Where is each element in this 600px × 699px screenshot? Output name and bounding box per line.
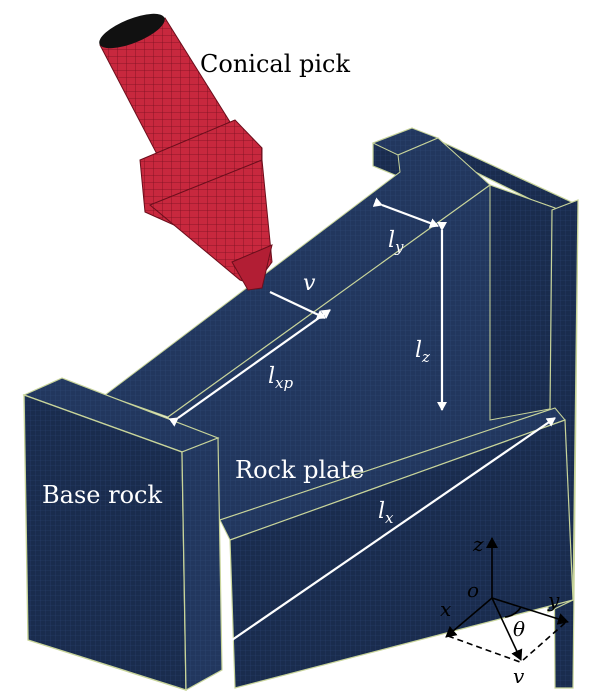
lx-main: l (378, 499, 385, 524)
lx-arrow (222, 417, 556, 649)
right-inner-wall (489, 184, 556, 421)
lz-main: l (415, 338, 422, 363)
coordinate-axes (445, 537, 569, 663)
lxp-main: l (268, 364, 275, 389)
ly-arrow (372, 197, 439, 228)
x-projection (447, 635, 521, 663)
pick-tip (231, 244, 273, 291)
axis-y-label: y (547, 588, 560, 612)
lx-sub: x (385, 509, 394, 527)
rock-plate-label: Rock plate (235, 456, 364, 484)
x-axis (445, 597, 493, 638)
axis-x-label: x (440, 597, 451, 621)
dimensions (168, 197, 556, 649)
theta-arc (504, 606, 522, 618)
ly-main: l (388, 228, 395, 253)
axis-o-label: o (467, 578, 479, 602)
y-axis (491, 597, 569, 625)
lxp-arrow (168, 309, 331, 427)
ly-label: ly (388, 228, 404, 256)
conical-pick (99, 13, 273, 291)
lxp-sub: xp (275, 374, 293, 392)
lx-label: lx (378, 499, 394, 527)
lz-label: lz (415, 338, 430, 366)
base-rock-label: Base rock (42, 481, 162, 509)
v-axis (491, 597, 523, 661)
conical-pick-label: Conical pick (200, 50, 350, 78)
left-end-side (181, 437, 223, 692)
axis-z-label: z (472, 532, 484, 556)
v-label: v (303, 271, 316, 296)
lz-sub: z (421, 348, 430, 366)
lxp-label: lxp (268, 364, 294, 392)
axis-v-label: v (513, 664, 525, 688)
ly-sub: y (394, 238, 404, 256)
axis-theta-label: θ (513, 617, 525, 641)
pick-top (99, 13, 165, 49)
